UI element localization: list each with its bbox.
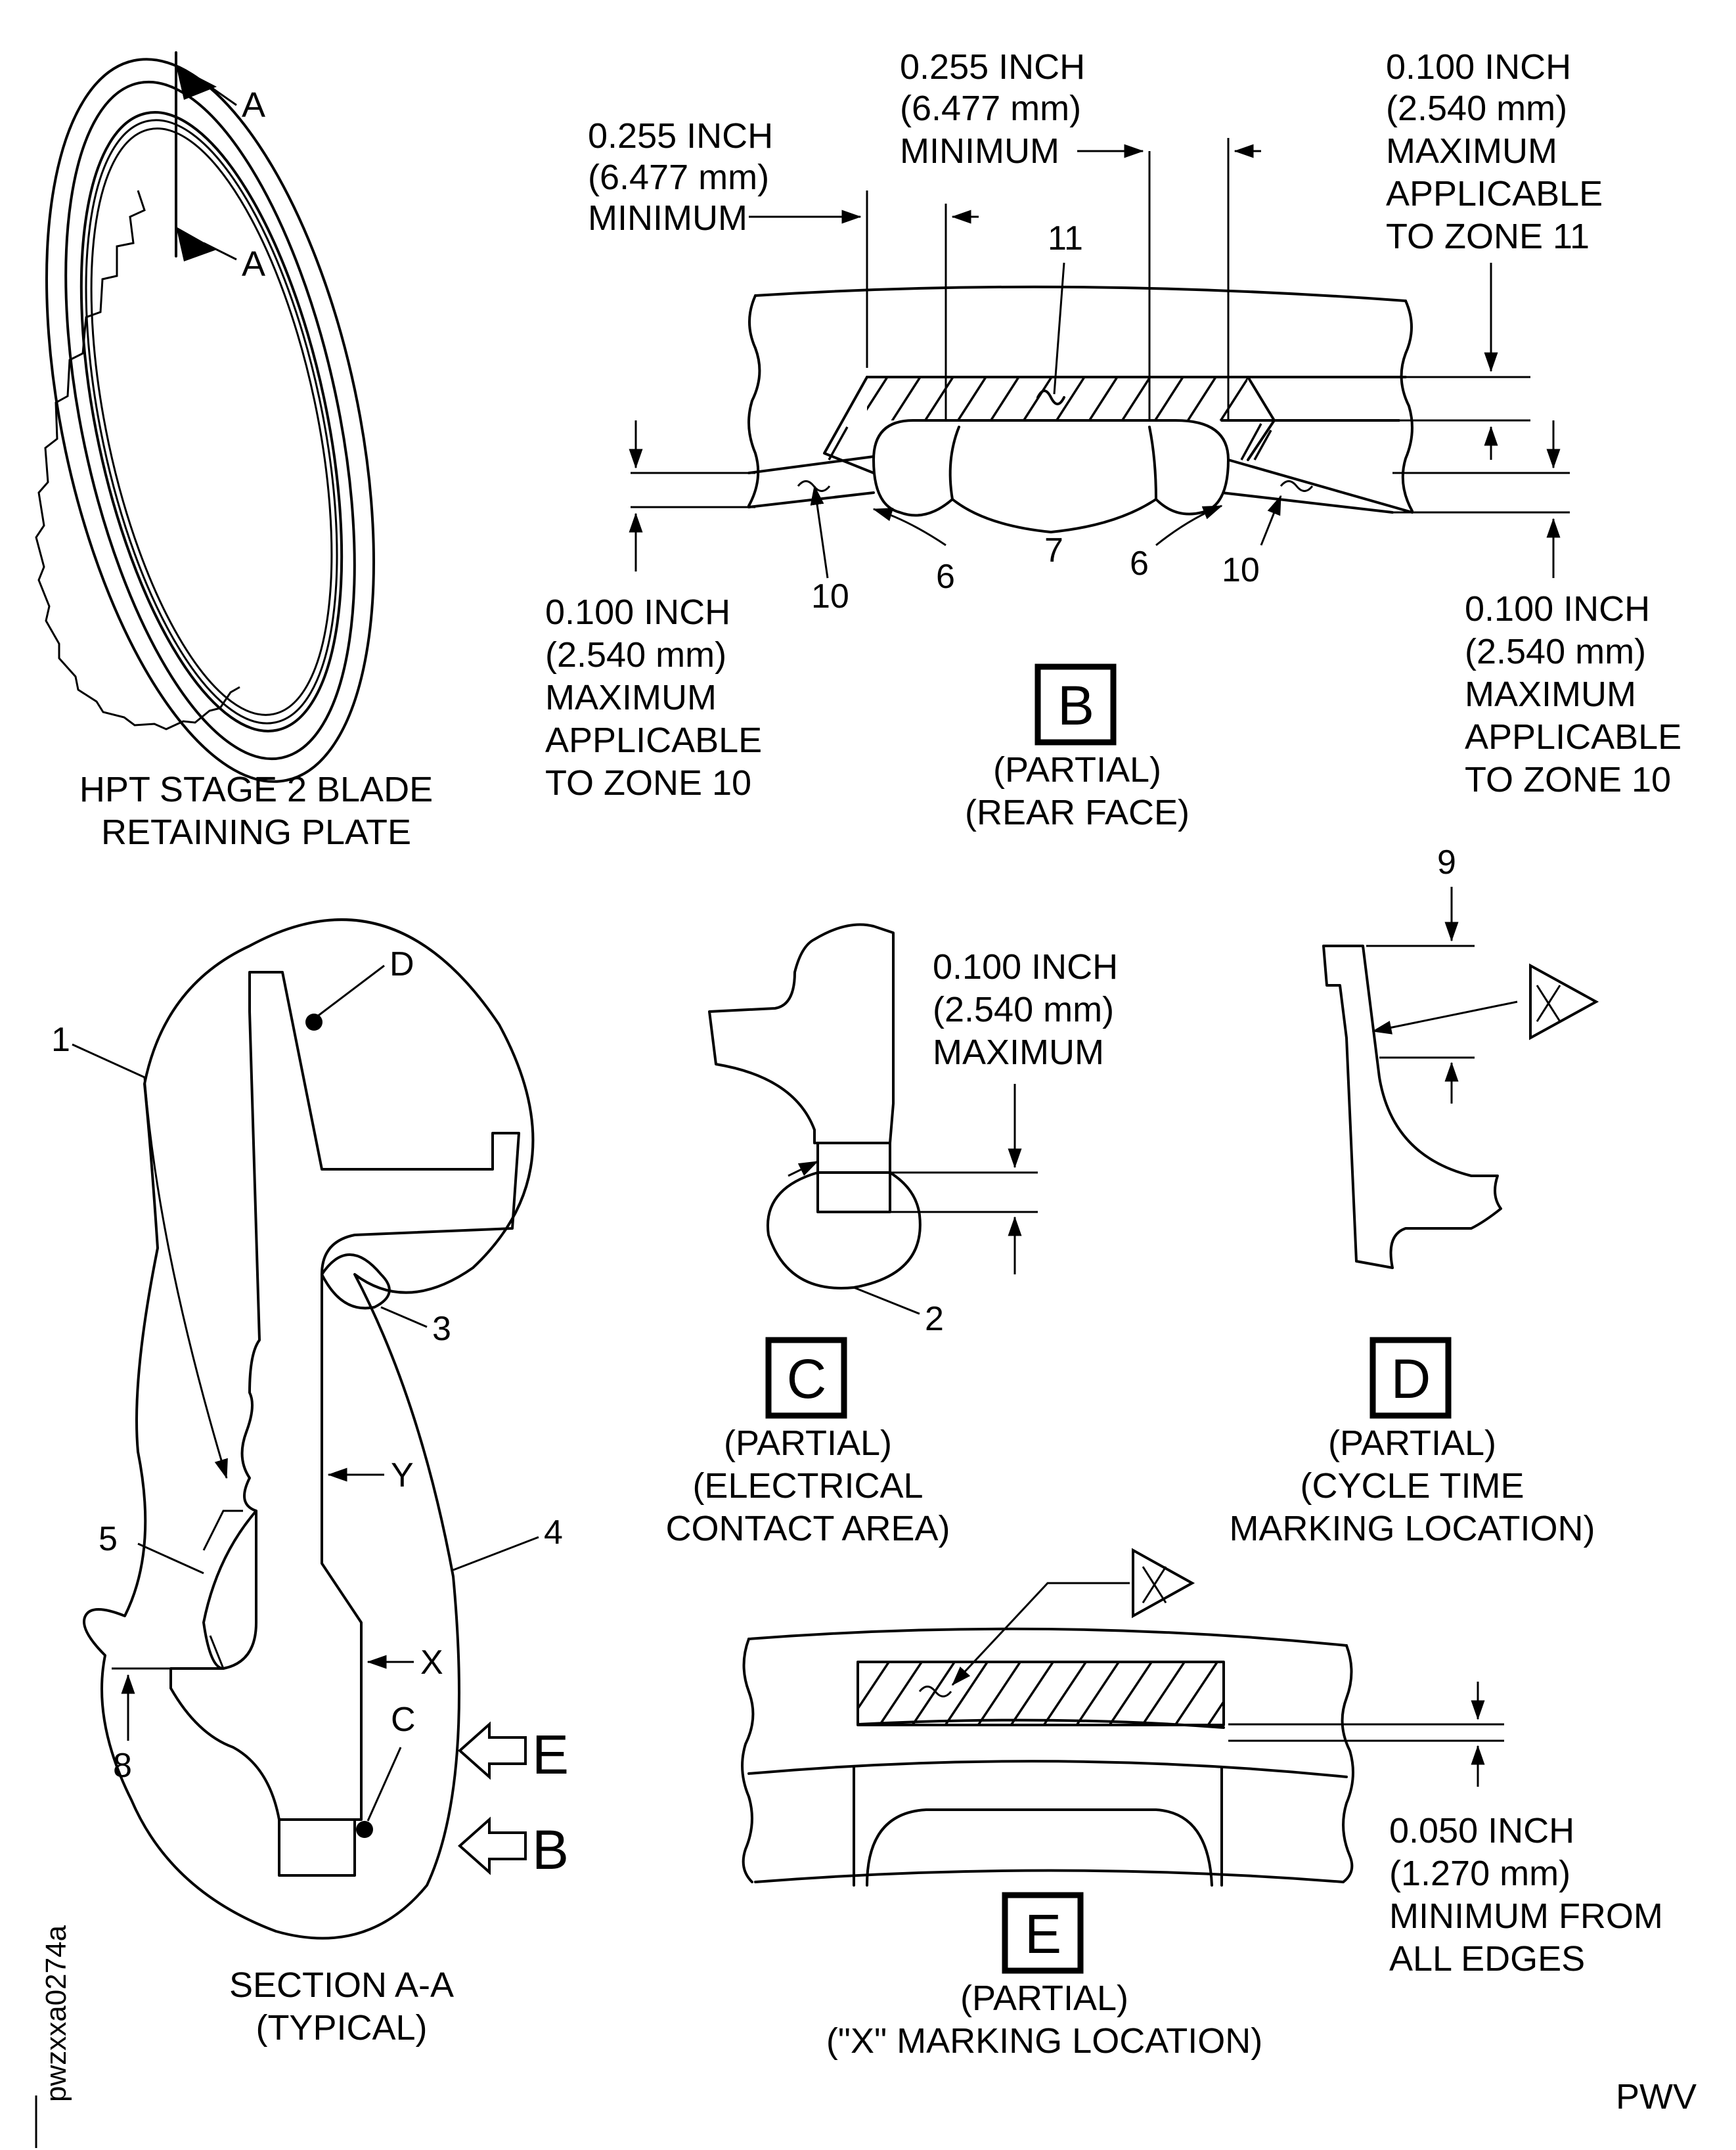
view-b-caption-2: (REAR FACE) [965,793,1190,832]
svg-text:(2.540 mm): (2.540 mm) [1386,89,1567,128]
figure-id: pwzxxa0274a [40,1925,72,2102]
view-d-letter-box [1369,1337,1452,1419]
svg-text:(6.477 mm): (6.477 mm) [588,158,769,197]
zone-label-6-right: 6 [1130,545,1149,583]
view-e-letter-box [1002,1892,1084,1974]
point-label-c: C [391,1701,416,1739]
svg-text:MINIMUM: MINIMUM [900,131,1059,171]
zone-label-8: 8 [113,1747,132,1785]
view-c: 2 0.100 INCH (2.540 mm) MAXIMUM C (PARTI… [665,923,1118,1548]
view-c-letter: C [787,1348,827,1410]
point-label-y: Y [391,1456,414,1494]
zone-label-9: 9 [1437,843,1456,882]
section-caption-2: (TYPICAL) [256,2008,427,2048]
svg-text:(2.540 mm): (2.540 mm) [545,635,726,675]
zone-label-5: 5 [99,1520,118,1558]
view-b-letter-box [1035,663,1117,746]
zone-label-11: 11 [1048,219,1083,258]
svg-text:MAXIMUM: MAXIMUM [933,1033,1104,1072]
dim-right-bottom: 0.100 INCH (2.540 mm) MAXIMUM APPLICABLE… [1465,589,1681,799]
svg-text:MINIMUM: MINIMUM [588,198,747,238]
view-b-arrow [457,1816,527,1875]
svg-text:0.100 INCH: 0.100 INCH [933,947,1118,987]
svg-text:0.255 INCH: 0.255 INCH [588,116,773,156]
svg-text:APPLICABLE: APPLICABLE [1465,717,1681,757]
view-e-arrow [457,1721,527,1780]
zone-label-1: 1 [51,1021,70,1059]
view-e-caption-2: ("X" MARKING LOCATION) [826,2021,1262,2061]
zone-label-3: 3 [432,1310,451,1348]
section-arrow-letter-top: A [242,85,265,125]
svg-text:APPLICABLE: APPLICABLE [1386,174,1603,213]
view-d-caption-3: MARKING LOCATION) [1229,1509,1595,1548]
view-c-letter-box [765,1337,847,1419]
view-arrow-letter-b: B [532,1819,569,1881]
svg-text:MINIMUM FROM: MINIMUM FROM [1389,1896,1663,1936]
svg-text:APPLICABLE: APPLICABLE [545,721,762,760]
view-d: 9 D (PARTIAL) (CYCLE TIME MARKING LOCATI… [1229,843,1599,1548]
section-a-a: D C 1 3 4 5 8 Y X E B SECTION A-A (TYPIC… [51,918,569,2048]
dim-center-top: 0.255 INCH (6.477 mm) MINIMUM [900,47,1085,171]
view-c-caption-1: (PARTIAL) [724,1423,892,1463]
dim-left-top: 0.255 INCH (6.477 mm) MINIMUM [588,116,773,238]
svg-text:(2.540 mm): (2.540 mm) [933,990,1114,1029]
view-e-caption-1: (PARTIAL) [960,1979,1128,2018]
marking-flag-e [1132,1548,1195,1619]
svg-text:ALL EDGES: ALL EDGES [1389,1939,1585,1979]
point-label-x: X [420,1644,443,1682]
retaining-plate-view: A A HPT STAGE 2 BLADE RETAINING PLATE [35,51,433,852]
dim-left-bottom: 0.100 INCH (2.540 mm) MAXIMUM APPLICABLE… [545,593,762,803]
view-d-caption-2: (CYCLE TIME [1300,1466,1524,1506]
section-caption-1: SECTION A-A [229,1965,454,2005]
view-e: 0.050 INCH (1.270 mm) MINIMUM FROM ALL E… [741,1548,1663,2061]
view-b-caption-1: (PARTIAL) [993,750,1161,790]
overview-title-line2: RETAINING PLATE [101,813,411,852]
view-b-letter: B [1057,675,1094,736]
svg-text:(1.270 mm): (1.270 mm) [1389,1854,1570,1893]
svg-text:TO ZONE 10: TO ZONE 10 [1465,760,1671,799]
view-d-caption-1: (PARTIAL) [1328,1423,1496,1463]
svg-text:MAXIMUM: MAXIMUM [1465,675,1636,714]
view-e-letter: E [1025,1903,1061,1965]
zone-label-10-right: 10 [1222,551,1260,589]
view-c-dim: 0.100 INCH (2.540 mm) MAXIMUM [933,947,1118,1072]
view-b: 11 10 6 7 6 10 [545,47,1681,832]
svg-text:0.100 INCH: 0.100 INCH [1386,47,1571,87]
zone-label-2: 2 [925,1300,944,1338]
view-d-letter: D [1391,1348,1431,1410]
svg-text:0.050 INCH: 0.050 INCH [1389,1811,1574,1850]
overview-title-line1: HPT STAGE 2 BLADE [79,770,433,809]
marking-flag-d [1529,963,1599,1041]
view-c-caption-3: CONTACT AREA) [665,1509,950,1548]
svg-text:(2.540 mm): (2.540 mm) [1465,632,1646,671]
svg-text:MAXIMUM: MAXIMUM [1386,131,1557,171]
svg-text:(6.477 mm): (6.477 mm) [900,89,1081,128]
svg-text:TO ZONE 10: TO ZONE 10 [545,763,751,803]
view-arrow-letter-e: E [532,1724,569,1785]
zone-label-4: 4 [544,1513,563,1552]
zone-label-7: 7 [1044,531,1063,570]
section-arrow-letter-bottom: A [242,244,265,284]
dim-right-top: 0.100 INCH (2.540 mm) MAXIMUM APPLICABLE… [1386,47,1603,256]
point-label-d: D [389,945,414,983]
svg-text:0.100 INCH: 0.100 INCH [1465,589,1650,629]
svg-text:TO ZONE 11: TO ZONE 11 [1386,217,1590,256]
corner-code: PWV [1616,2077,1697,2116]
svg-text:0.255 INCH: 0.255 INCH [900,47,1085,87]
view-c-caption-2: (ELECTRICAL [692,1466,923,1506]
svg-text:MAXIMUM: MAXIMUM [545,678,717,717]
view-e-dim: 0.050 INCH (1.270 mm) MINIMUM FROM ALL E… [1389,1811,1663,1979]
zone-label-10-left: 10 [811,577,849,616]
zone-label-6-left: 6 [936,558,955,596]
svg-text:0.100 INCH: 0.100 INCH [545,593,730,632]
